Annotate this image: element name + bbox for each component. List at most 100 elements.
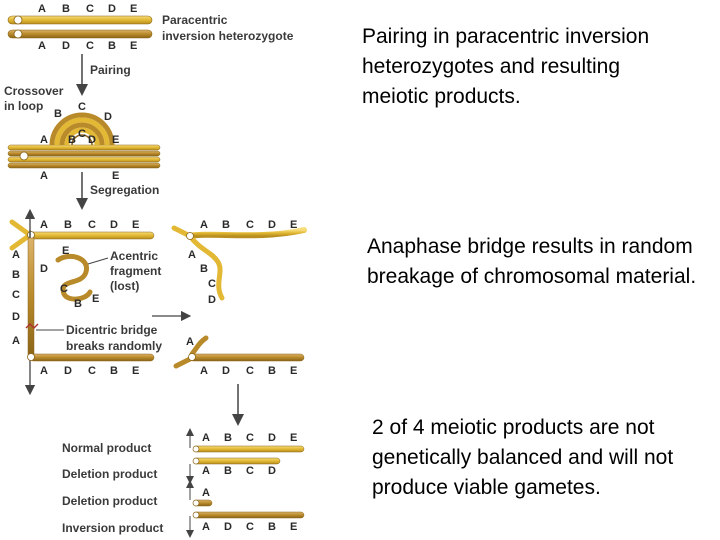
svg-text:C: C xyxy=(12,289,20,301)
svg-text:B: B xyxy=(54,108,62,120)
dicentric-bridge xyxy=(25,237,39,357)
svg-text:B: B xyxy=(268,521,276,533)
svg-text:D: D xyxy=(224,521,232,533)
svg-text:C: C xyxy=(88,219,96,231)
product-normal-chromosome xyxy=(192,445,305,453)
svg-text:C: C xyxy=(60,283,68,295)
step-crossover-line1: Crossover xyxy=(4,84,64,98)
svg-text:B: B xyxy=(62,3,70,15)
svg-text:C: C xyxy=(86,40,94,52)
svg-text:B: B xyxy=(224,465,232,477)
svg-text:E: E xyxy=(130,3,137,15)
gene-labels-right-top: A B C D E xyxy=(200,219,297,231)
svg-text:D: D xyxy=(40,263,48,275)
svg-text:E: E xyxy=(112,170,119,182)
svg-text:E: E xyxy=(130,40,137,52)
gene-labels-bridge: A B C D A xyxy=(12,249,20,347)
svg-text:C: C xyxy=(88,365,96,377)
svg-text:E: E xyxy=(132,365,139,377)
svg-text:A: A xyxy=(40,219,48,231)
svg-text:C: C xyxy=(246,365,254,377)
right-bottom-chromosome xyxy=(173,335,305,369)
figure-title-line1: Paracentric xyxy=(162,13,228,27)
acentric-label-line3: (lost) xyxy=(110,279,139,293)
svg-text:D: D xyxy=(12,311,20,323)
svg-text:D: D xyxy=(104,111,112,123)
svg-text:E: E xyxy=(112,134,119,146)
right-top-chromosome xyxy=(171,225,307,301)
svg-text:E: E xyxy=(92,293,99,305)
svg-text:B: B xyxy=(108,40,116,52)
svg-text:D: D xyxy=(62,40,70,52)
svg-text:B: B xyxy=(222,219,230,231)
acentric-pointer xyxy=(87,257,109,265)
svg-text:D: D xyxy=(208,294,216,306)
svg-text:B: B xyxy=(110,365,118,377)
svg-text:B: B xyxy=(224,432,232,444)
product-normal-label: Normal product xyxy=(62,441,151,455)
gene-labels-acentric: E D C B E xyxy=(40,245,99,310)
gene-labels-anaphase-top: A B C D E xyxy=(40,219,139,231)
svg-text:D: D xyxy=(64,365,72,377)
step-crossover-line2: in loop xyxy=(4,99,43,113)
svg-text:A: A xyxy=(12,249,20,261)
figure-title-line2: inversion heterozygote xyxy=(162,29,294,43)
caption-bridge: Anaphase bridge results in random breaka… xyxy=(367,235,697,288)
homolog-inverted xyxy=(7,29,153,39)
gene-labels-product-deletion1: A B C D xyxy=(202,465,276,477)
svg-text:C: C xyxy=(246,521,254,533)
svg-text:C: C xyxy=(78,128,86,140)
svg-text:D: D xyxy=(268,219,276,231)
svg-text:A: A xyxy=(186,336,194,348)
inversion-diagram: A B C D E A D C B E Paracentric inversio… xyxy=(4,3,307,538)
svg-text:B: B xyxy=(268,365,276,377)
gene-labels-product-inversion: A D C B E xyxy=(202,521,297,533)
anaphase-bottom-chromosome xyxy=(27,353,155,362)
gene-labels-anaphase-bottom: A D C B E xyxy=(40,365,139,377)
product-deletion2-label: Deletion product xyxy=(62,494,157,508)
svg-text:B: B xyxy=(74,298,82,310)
svg-text:E: E xyxy=(290,365,297,377)
acentric-label-line2: fragment xyxy=(110,264,161,278)
svg-text:B: B xyxy=(200,263,208,275)
svg-text:A: A xyxy=(38,3,46,15)
svg-text:D: D xyxy=(268,465,276,477)
svg-text:B: B xyxy=(68,134,76,146)
gene-labels-right-bottom: A D C B E xyxy=(200,365,297,377)
product-deletion1-chromosome xyxy=(192,457,281,465)
acentric-label-line1: Acentric xyxy=(110,249,158,263)
anaphase-top-chromosome xyxy=(9,219,155,251)
svg-text:C: C xyxy=(246,219,254,231)
product-deletion2-chromosome xyxy=(192,499,213,507)
product-inversion-chromosome xyxy=(192,511,305,519)
gene-labels-loop: B C D E A B C D A E xyxy=(40,101,119,182)
step-segregation: Segregation xyxy=(90,183,159,197)
caption-pairing: Pairing in paracentric inversion heteroz… xyxy=(362,25,650,108)
svg-text:C: C xyxy=(246,432,254,444)
svg-text:E: E xyxy=(62,245,69,257)
svg-text:B: B xyxy=(12,269,20,281)
svg-text:E: E xyxy=(290,432,297,444)
svg-text:C: C xyxy=(208,278,216,290)
svg-text:A: A xyxy=(38,40,46,52)
svg-text:D: D xyxy=(88,134,96,146)
svg-text:B: B xyxy=(64,219,72,231)
gene-labels-product-normal: A B C D E xyxy=(202,432,297,444)
svg-text:A: A xyxy=(202,432,210,444)
svg-text:C: C xyxy=(246,465,254,477)
svg-text:E: E xyxy=(290,521,297,533)
svg-text:A: A xyxy=(12,335,20,347)
svg-text:D: D xyxy=(268,432,276,444)
svg-text:A: A xyxy=(200,365,208,377)
gene-label-product-deletion2: A xyxy=(202,487,210,499)
svg-text:C: C xyxy=(78,101,86,113)
product-deletion1-label: Deletion product xyxy=(62,467,157,481)
svg-text:A: A xyxy=(200,219,208,231)
svg-text:A: A xyxy=(202,521,210,533)
dicentric-label-line1: Dicentric bridge xyxy=(66,323,158,337)
svg-text:D: D xyxy=(222,365,230,377)
svg-text:A: A xyxy=(40,170,48,182)
svg-text:A: A xyxy=(188,249,196,261)
svg-text:A: A xyxy=(40,365,48,377)
svg-text:E: E xyxy=(290,219,297,231)
